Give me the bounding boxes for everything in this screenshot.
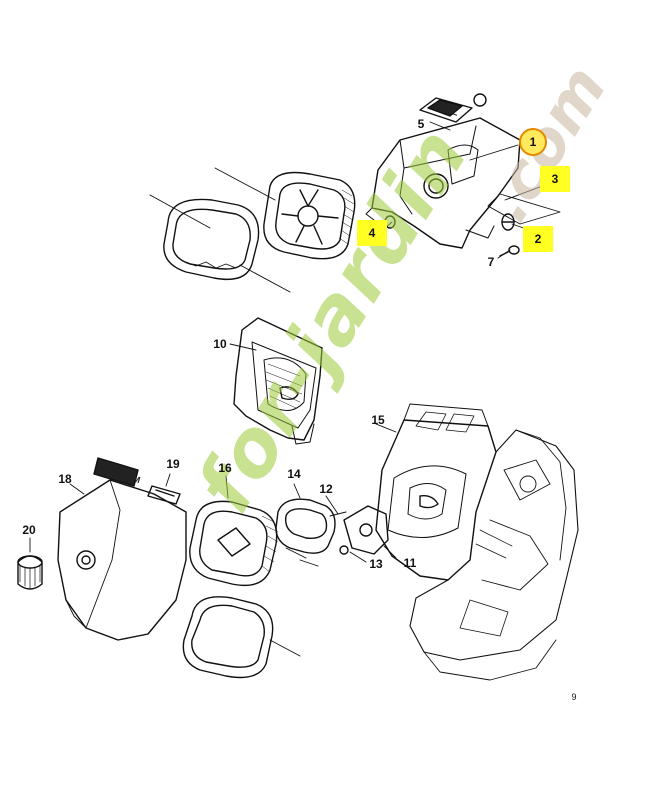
saw-body [409, 429, 579, 681]
knob-20 [17, 555, 43, 590]
callout-11: 11 [403, 556, 417, 570]
callout-5: 5 [417, 117, 425, 131]
callout-18: 18 [58, 472, 72, 486]
callout-10: 10 [213, 337, 227, 351]
callout-3: 3 [540, 166, 570, 192]
callout-14: 14 [287, 467, 301, 481]
filter-ring-lower [182, 596, 274, 679]
callout-1: 1 [519, 128, 547, 156]
shroud-cover [365, 93, 521, 249]
callout-12: 12 [319, 482, 333, 496]
prefilter-14 [275, 498, 336, 554]
callout-15: 15 [371, 413, 385, 427]
filter-ring-upper [163, 198, 260, 281]
callout-13: 13 [369, 557, 383, 571]
air-filter-upper [263, 171, 356, 260]
plate-19 [147, 485, 181, 505]
magnum-badge: MAGNUM [93, 457, 142, 487]
bracket-11 [329, 505, 389, 555]
air-filter-16 [189, 500, 279, 587]
screw-7 [499, 245, 520, 257]
stihl-badge: STIHL [419, 97, 473, 123]
callout-4: 4 [357, 220, 387, 246]
corner-mark: 9 [571, 692, 577, 702]
callout-7: 7 [487, 255, 495, 269]
callout-19: 19 [166, 457, 180, 471]
filter-housing-10 [233, 317, 323, 445]
plug-cap [473, 93, 487, 107]
upper-leader-lines [149, 121, 546, 293]
screw-2 [501, 213, 515, 231]
callout-16: 16 [218, 461, 232, 475]
callout-20: 20 [22, 523, 36, 537]
filter-cover-18 [57, 479, 187, 641]
carburetor-box-15 [375, 403, 497, 581]
nut-13 [339, 545, 349, 555]
callout-2: 2 [523, 226, 553, 252]
seal-3 [487, 193, 561, 225]
lower-leader-lines [29, 343, 397, 657]
